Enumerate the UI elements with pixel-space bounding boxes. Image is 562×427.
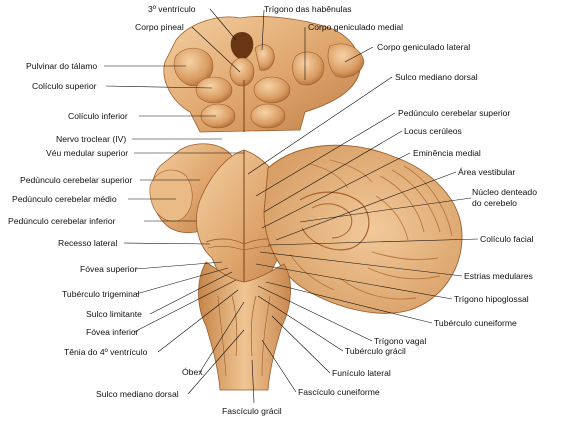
label-pedunculo-cerebelar-inferior: Pedúnculo cerebelar inferior	[8, 216, 116, 226]
lateral-geniculate-shape	[327, 43, 365, 78]
label-sulco-mediano-dorsal-top: Sulco mediano dorsal	[395, 72, 478, 82]
label-corpo-pineal: Corpo pineal	[135, 22, 184, 32]
third-ventricle-shape	[230, 32, 254, 60]
label-funiculo-lateral: Funículo lateral	[332, 368, 391, 378]
label-area-vestibular: Área vestibular	[458, 167, 515, 177]
label-fovea-inferior: Fóvea inferior	[86, 327, 139, 337]
gracile-tubercle-left	[231, 295, 238, 357]
label-fasciculo-cuneiforme: Fascículo cuneiforme	[298, 387, 380, 397]
label-nucleo-denteado-2: do cerebelo	[472, 198, 517, 208]
label-pulvinar: Pulvinar do tálamo	[26, 61, 97, 71]
leader-lines	[104, 8, 479, 404]
label-locus-ceruleos: Locus cerúleos	[404, 126, 462, 136]
superior-colliculus-right	[253, 76, 291, 104]
label-tuberculo-trigeminal: Tubérculo trigeminal	[62, 289, 140, 299]
label-estrias-medulares: Estrias medulares	[464, 271, 533, 281]
label-coliculo-facial: Colículo facial	[480, 234, 534, 244]
left-peduncle-cut-face	[149, 169, 193, 222]
label-coliculo-inferior: Colículo inferior	[68, 111, 128, 121]
label-trigono-vagal: Trígono vagal	[374, 336, 426, 346]
medullary-striae-2	[207, 246, 283, 251]
anatomy-illustration	[149, 16, 463, 391]
label-trigono-hipoglossal: Trígono hipoglossal	[454, 294, 529, 304]
gracile-tubercle-right	[250, 295, 257, 357]
label-sulco-limitante: Sulco limitante	[86, 309, 142, 319]
cerebellum-section	[263, 144, 463, 314]
label-fovea-superior: Fóvea superior	[80, 264, 137, 274]
label-sulco-mediano-dorsal-bottom: Sulco mediano dorsal	[96, 389, 179, 399]
label-terceiro-ventriculo: 3º ventrículo	[148, 4, 196, 14]
superior-colliculus-left	[195, 76, 233, 104]
medulla-shape	[198, 261, 291, 391]
inferior-colliculus-right	[250, 103, 286, 129]
label-tubercula-gracil: Tubérculo grácil	[345, 346, 406, 356]
label-nucleo-denteado-1: Núcleo denteado	[472, 187, 537, 197]
label-recesso-lateral: Recesso lateral	[58, 238, 117, 248]
medial-geniculate-shape	[292, 51, 325, 86]
label-tenia: Tênia do 4º ventrículo	[64, 347, 148, 357]
label-pedunculo-cerebelar-medio: Pedúnculo cerebelar médio	[12, 194, 117, 204]
label-trigono-habenulas: Trígono das habênulas	[264, 4, 352, 14]
label-veu-medular-superior: Véu medular superior	[46, 148, 128, 158]
label-obex: Óbex	[182, 367, 203, 377]
label-pedunculo-cerebelar-superior-left: Pedúnculo cerebelar superior	[20, 175, 132, 185]
label-eminencia-medial: Eminência medial	[413, 148, 481, 158]
labels: 3º ventrículo Trígono das habênulas Corp…	[8, 4, 537, 416]
label-coliculo-superior: Colículo superior	[32, 81, 97, 91]
label-corpo-geniculado-medial: Corpo geniculado medial	[308, 22, 403, 32]
label-fasciculo-gracil: Fascículo grácil	[222, 406, 282, 416]
label-nervo-troclear: Nervo troclear (IV)	[56, 134, 126, 144]
label-tuberculo-cuneiforme: Tubérculo cuneiforme	[434, 318, 517, 328]
label-pedunculo-cerebelar-superior-right: Pedúnculo cerebelar superior	[398, 108, 510, 118]
pineal-shape	[229, 57, 255, 87]
cuneate-line-left	[217, 295, 227, 377]
label-corpo-geniculado-lateral: Corpo geniculado lateral	[377, 42, 470, 52]
